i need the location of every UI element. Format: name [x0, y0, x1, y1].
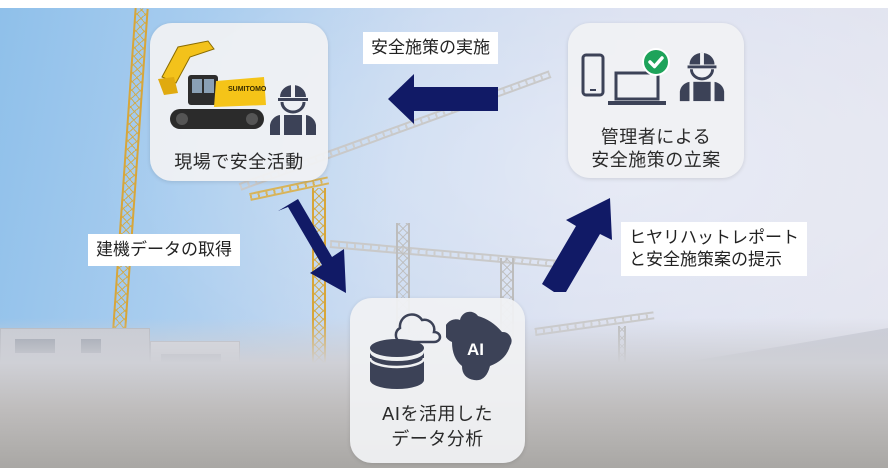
node-ai-label-line1: AIを活用した: [381, 404, 494, 425]
node-manager-planning: 管理者による 安全施策の立案: [568, 23, 744, 178]
ai-badge-text: AI: [467, 340, 484, 359]
excavator-brand-text: SUMITOMO: [228, 86, 267, 93]
node-manager-label-line2: 安全施策の立案: [591, 150, 721, 171]
check-badge-icon: [642, 48, 670, 76]
worker-helmet-icon: [270, 85, 316, 135]
node-site-activity: SUMITOMO 現場で安全活動: [150, 23, 328, 181]
edge-label-acquire-machine-data: 建機データの取得: [88, 234, 240, 266]
database-icon: [368, 339, 426, 389]
cloud-icon: [394, 313, 442, 344]
smartphone-icon: [581, 53, 605, 97]
node-manager-label-line1: 管理者による: [600, 127, 712, 148]
node-ai-label-line2: データ分析: [391, 429, 484, 450]
laptop-icon: [608, 71, 666, 105]
worker-helmet-icon: [679, 52, 725, 102]
diagram-canvas: SUMITOMO 現場で安全活動: [0, 8, 888, 468]
edge-label-implement-measures: 安全施策の実施: [363, 32, 498, 64]
arrow-left-icon: [388, 74, 498, 124]
arrow-up-right-icon: [542, 198, 612, 292]
ai-brain-icon: AI: [446, 311, 512, 381]
edge-label-near-miss-report: ヒヤリハットレポート と安全施策案の提示: [621, 222, 807, 276]
crane-tower: [396, 223, 410, 333]
arrow-down-right-icon: [278, 199, 346, 293]
crane-tower: [312, 188, 326, 428]
node-site-label: 現場で安全活動: [174, 152, 304, 173]
node-ai-analysis: AI AIを活用した データ分析: [350, 298, 525, 463]
excavator-icon: SUMITOMO: [158, 40, 267, 129]
